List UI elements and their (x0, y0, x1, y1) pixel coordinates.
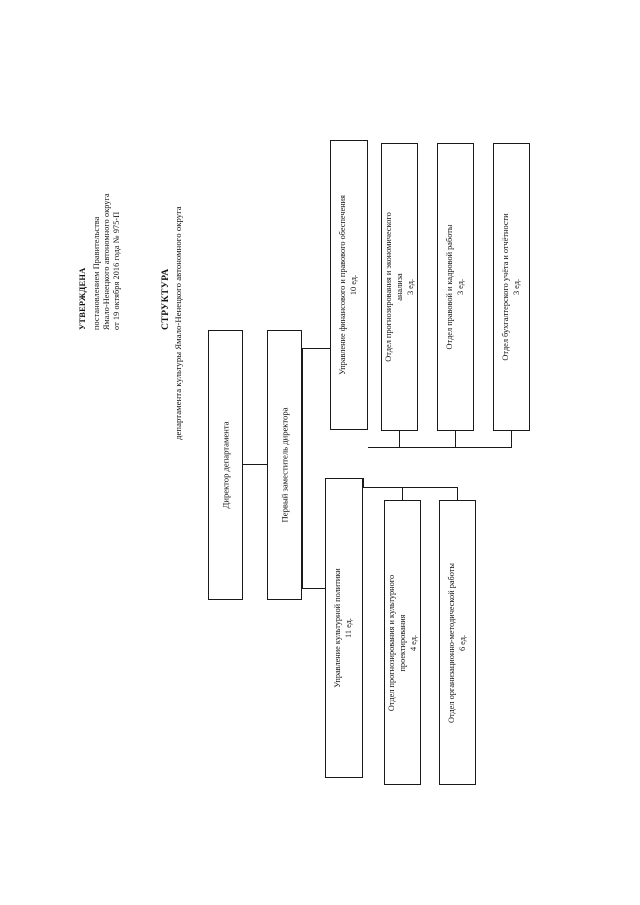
node-cult-dept[interactable]: Управление культурной политики 11 ед. (325, 478, 363, 778)
edge-cult-bus (363, 487, 458, 489)
edge-cult-2-drop (457, 487, 459, 500)
edge-fin-2-drop (455, 431, 457, 448)
node-cult-1[interactable]: Отдел прогнозирования и культурного прое… (384, 500, 421, 785)
edge-fin-to-parent (368, 447, 376, 449)
node-fin-3[interactable]: Отдел бухгалтерского учёта и отчётности … (493, 143, 530, 431)
node-cult-2-label: Отдел организационно-методической работы… (446, 562, 467, 723)
approval-line-3: от 19 октября 2016 года № 975-П (112, 211, 121, 330)
approval-line-2: Ямало-Ненецкого автономного округа (102, 193, 111, 330)
node-deputy-label: Первый заместитель директора (278, 407, 289, 523)
edge-fin-3-drop (511, 431, 513, 448)
node-deputy[interactable]: Первый заместитель директора (267, 330, 302, 600)
edge-director-deputy (243, 464, 268, 466)
edge-fin-bus (375, 447, 512, 449)
approval-heading: УТВЕРЖДЕНА (78, 267, 87, 330)
edge-cult-1-drop (402, 487, 404, 500)
node-cult-2[interactable]: Отдел организационно-методической работы… (439, 500, 476, 785)
node-fin-1-label: Отдел прогнозирования и экономического а… (383, 212, 414, 362)
node-fin-2[interactable]: Отдел правовой и кадровой работы 3 ед. (437, 143, 474, 431)
approval-line-1: постановлением Правительства (92, 216, 101, 330)
node-cult-1-label: Отдел прогнозирования и культурного прое… (386, 574, 417, 711)
page-title: СТРУКТУРА (160, 268, 171, 330)
node-fin-2-label: Отдел правовой и кадровой работы 3 ед. (444, 224, 465, 350)
edge-deputy-cult-stub (302, 588, 330, 590)
page-subtitle: департамента культуры Ямало-Ненецкого ав… (173, 206, 183, 440)
node-fin-1[interactable]: Отдел прогнозирования и экономического а… (381, 143, 418, 431)
edge-deputy-fin-stub (302, 348, 330, 350)
node-fin-dept-label: Управление финансового и правового обесп… (338, 195, 358, 375)
edge-deputy-bus (302, 348, 304, 588)
node-cult-dept-label: Управление культурной политики 11 ед. (333, 568, 353, 688)
node-director-label: Директор департамента (219, 421, 230, 509)
node-fin-3-label: Отдел бухгалтерского учёта и отчётности … (500, 213, 521, 361)
edge-fin-1-drop (399, 431, 401, 448)
edge-cult-parent-drop (363, 478, 365, 488)
node-fin-dept[interactable]: Управление финансового и правового обесп… (330, 140, 368, 430)
node-director[interactable]: Директор департамента (208, 330, 243, 600)
